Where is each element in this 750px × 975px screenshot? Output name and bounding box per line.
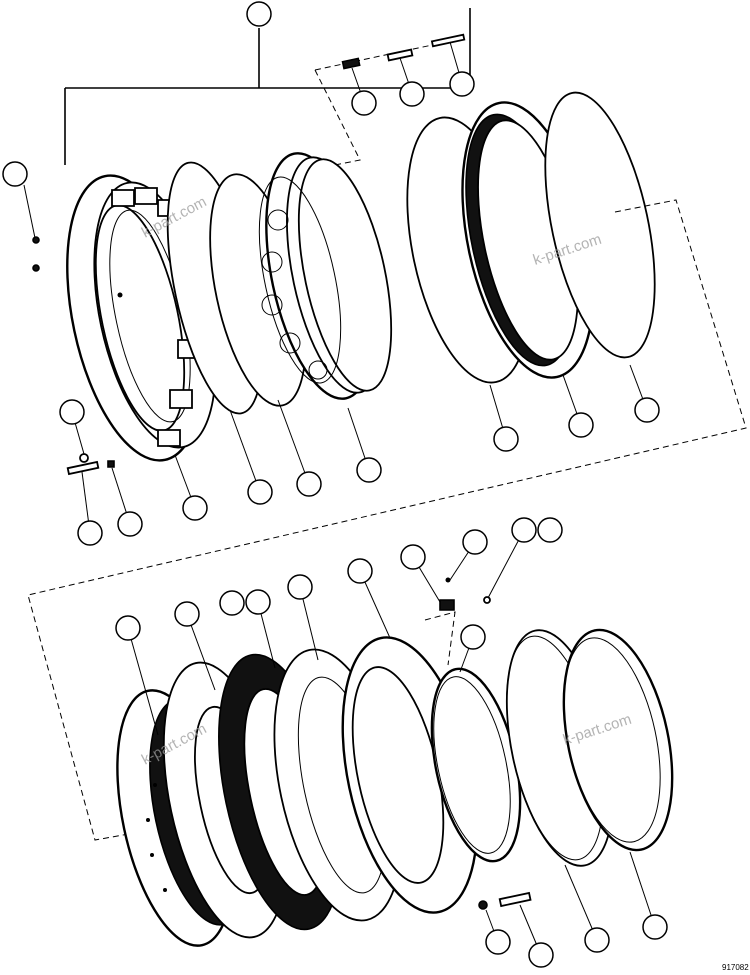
callout-circle xyxy=(288,575,312,599)
callout-circle xyxy=(78,521,102,545)
callout-circle xyxy=(400,82,424,106)
dowel-pin-part xyxy=(388,50,413,61)
callout-circle xyxy=(512,518,536,542)
small-screws-left xyxy=(33,237,114,474)
callout-circle xyxy=(635,398,659,422)
callout-circle xyxy=(401,545,425,569)
set-screw-part xyxy=(343,58,360,68)
callout-circle xyxy=(60,400,84,424)
callout-circle xyxy=(643,915,667,939)
callout-circle xyxy=(175,602,199,626)
callout-circle xyxy=(538,518,562,542)
bolt-set-dash-link xyxy=(315,40,456,70)
callout-circle xyxy=(248,480,272,504)
callout-circle xyxy=(118,512,142,536)
cover-ring-part xyxy=(525,83,675,367)
callout-circle xyxy=(585,928,609,952)
callout-circle xyxy=(463,530,487,554)
callout-circle xyxy=(220,591,244,615)
callout-circle xyxy=(529,943,553,967)
callout-circle xyxy=(297,472,321,496)
callout-circle xyxy=(247,2,271,26)
lower-dash-bolt-link xyxy=(425,612,455,665)
callout-circle xyxy=(348,559,372,583)
callout-circle xyxy=(461,625,485,649)
figure-code: 917082 xyxy=(722,963,749,972)
long-pin-part xyxy=(432,35,464,47)
callout-circle xyxy=(450,72,474,96)
callout-circle xyxy=(116,616,140,640)
callout-circle xyxy=(3,162,27,186)
callout-circle xyxy=(357,458,381,482)
callout-circle xyxy=(183,496,207,520)
callouts xyxy=(3,2,667,967)
lower-small-parts xyxy=(440,577,531,910)
retainer-ring-part xyxy=(546,620,690,860)
callout-circle xyxy=(569,413,593,437)
callout-circle xyxy=(352,91,376,115)
callout-circle xyxy=(486,930,510,954)
callout-circle xyxy=(494,427,518,451)
callout-circle xyxy=(246,590,270,614)
upper-dash-frame xyxy=(28,200,746,840)
planet-carrier-part xyxy=(244,144,409,408)
